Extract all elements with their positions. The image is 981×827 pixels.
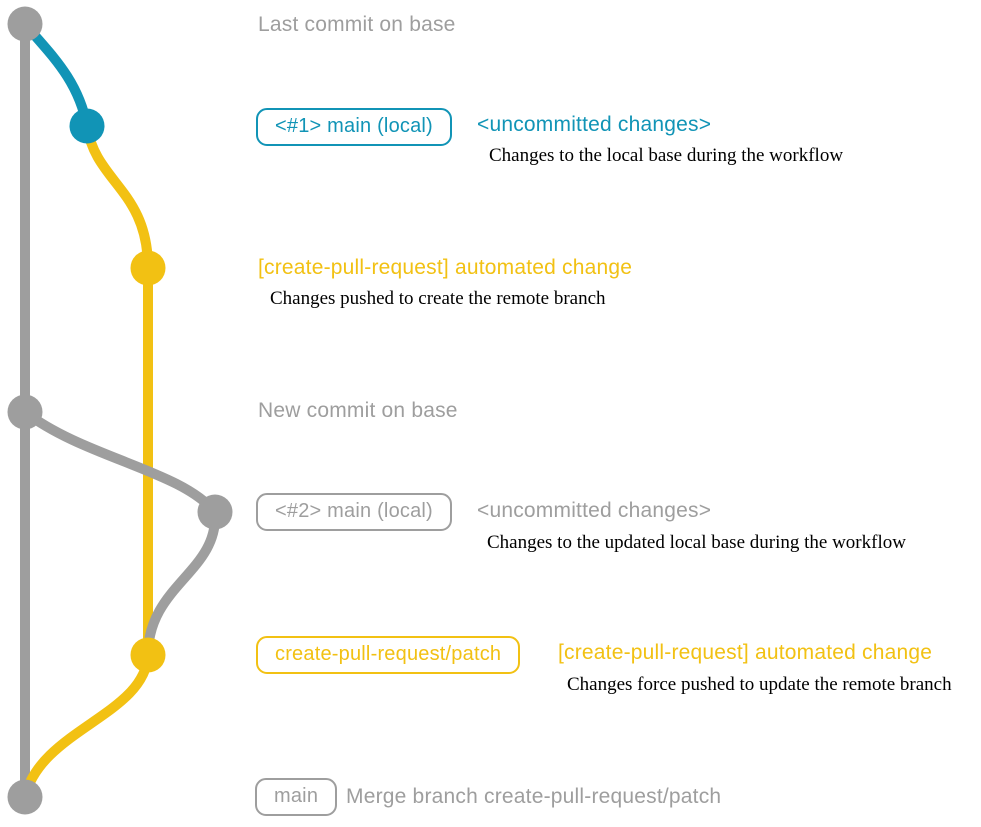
caption-last-commit-on-base: Last commit on base — [258, 13, 456, 36]
commit-last-base — [7, 6, 43, 42]
commit-automated-1 — [130, 250, 166, 286]
commit-main-local-1 — [69, 108, 105, 144]
caption-automated-change-1: [create-pull-request] automated change — [258, 256, 633, 279]
branch-badge-main-local-2: <#2> main (local) — [256, 493, 452, 531]
merge-edge — [20, 654, 153, 799]
caption-merge-branch: Merge branch create-pull-request/patch — [346, 785, 722, 808]
note-automated-change-2: Changes force pushed to update the remot… — [567, 674, 952, 695]
caption-uncommitted-changes-1: <uncommitted changes> — [477, 113, 712, 136]
commit-automated-2 — [130, 637, 166, 673]
pr-branch-edge-start — [82, 125, 153, 269]
branch-badge-create-pull-request-patch: create-pull-request/patch — [256, 636, 521, 674]
note-automated-change-1: Changes pushed to create the remote bran… — [270, 288, 606, 309]
note-uncommitted-changes-1: Changes to the local base during the wor… — [489, 145, 844, 166]
caption-new-commit-on-base: New commit on base — [258, 399, 458, 422]
local-branch-edge-teal — [21, 20, 92, 127]
caption-automated-change-2: [create-pull-request] automated change — [558, 641, 933, 664]
commit-merge — [7, 779, 43, 815]
caption-uncommitted-changes-2: <uncommitted changes> — [477, 499, 712, 522]
branch-badge-main-local-1: <#1> main (local) — [256, 108, 452, 146]
rebase-edge-in — [143, 511, 221, 656]
note-uncommitted-changes-2: Changes to the updated local base during… — [487, 532, 906, 553]
rebase-edge-out — [21, 408, 219, 516]
commit-new-base — [7, 394, 43, 430]
commit-main-local-2 — [197, 494, 233, 530]
branch-badge-main: main — [255, 778, 338, 816]
